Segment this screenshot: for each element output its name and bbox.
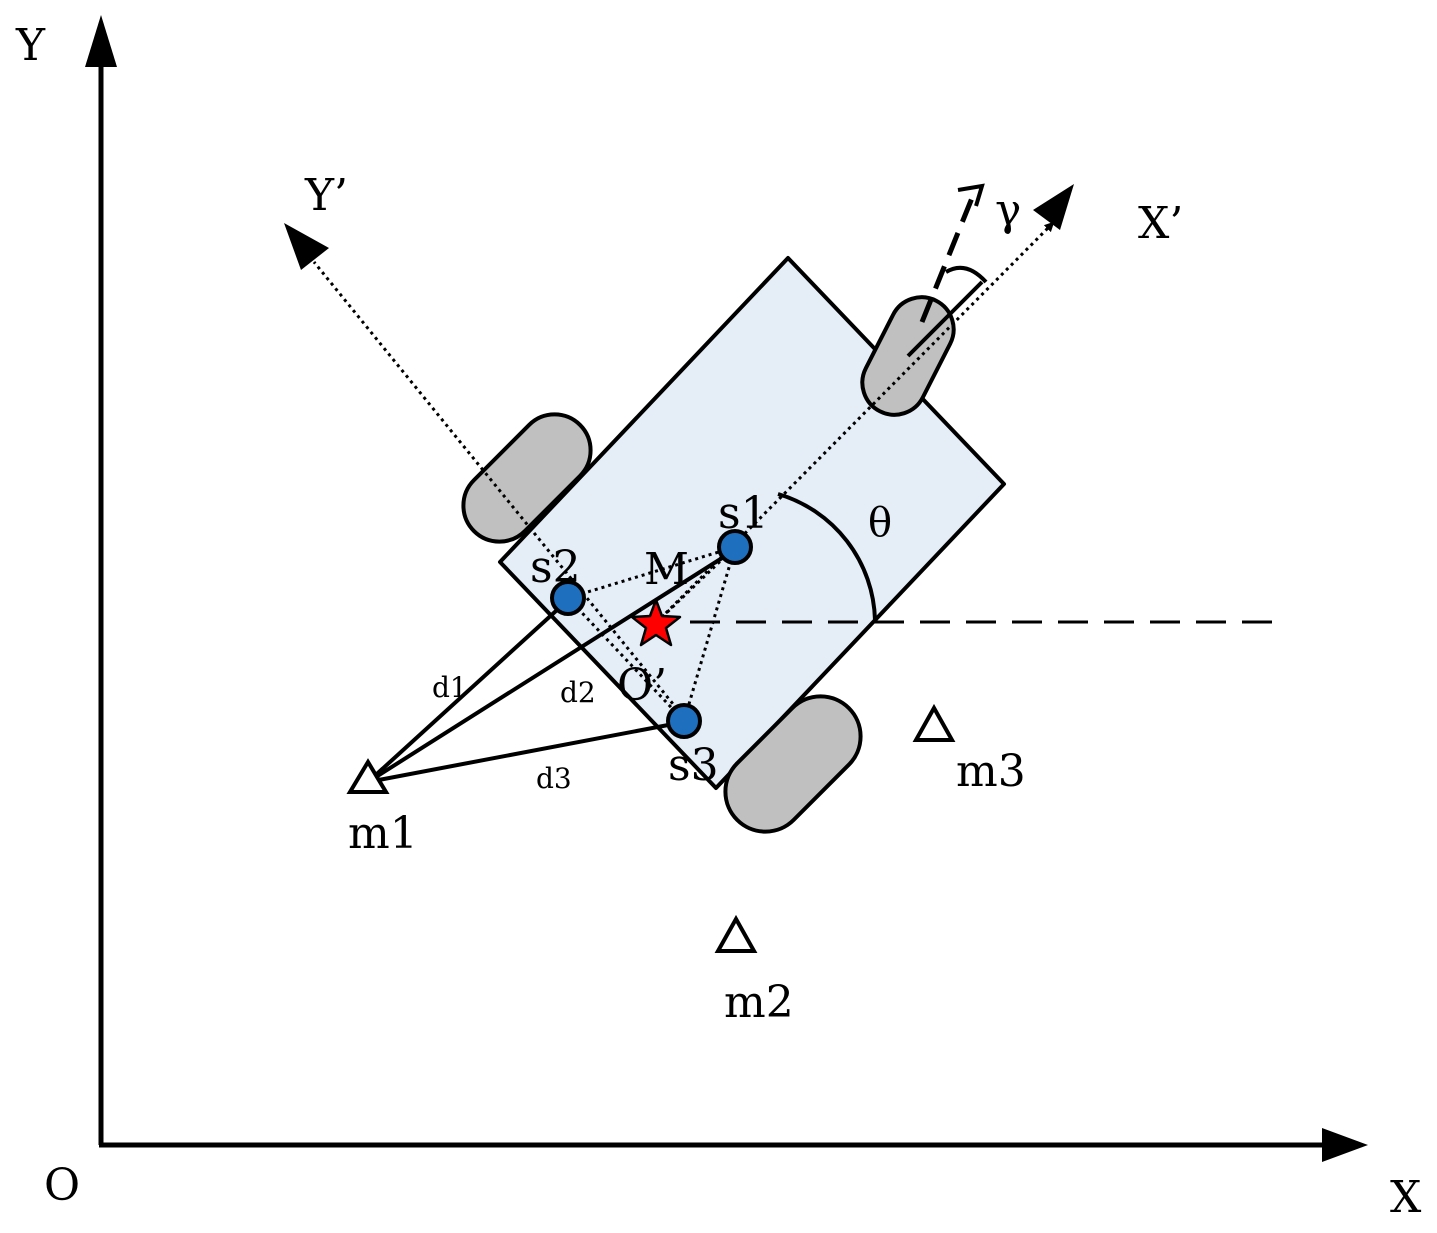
sensors: [550, 529, 753, 739]
steering-line: [906, 280, 984, 358]
theta-arc: [777, 492, 877, 621]
label-gamma: γ: [995, 185, 1021, 236]
label-m1: m1: [348, 808, 418, 859]
wheel-rear-left: [461, 412, 593, 544]
label-x-prime: X’: [1138, 198, 1183, 249]
y-axis-arrow: [85, 15, 117, 67]
wheels: [461, 295, 956, 834]
label-d3: d3: [536, 762, 572, 795]
label-center-m: M: [644, 544, 689, 595]
distance-lines: [366, 551, 732, 784]
marker-m1: [346, 758, 390, 794]
label-d1: d1: [432, 671, 468, 704]
distance-line-d2: [366, 551, 732, 784]
y-prime-axis: [312, 261, 688, 721]
s1-s3-link: [682, 546, 737, 722]
y-prime-arrow: [284, 223, 329, 270]
s1-center-link: [654, 545, 737, 625]
gamma-arc: [944, 265, 988, 284]
label-theta: θ: [868, 500, 892, 546]
label-o-prime: O’: [617, 660, 667, 711]
wheel-rear-right: [723, 694, 863, 834]
gamma-dashed-line: [919, 197, 975, 323]
gamma-dashed-arrowhead: [957, 183, 985, 207]
s2-s3-link: [566, 596, 686, 723]
sensor-s1: [717, 529, 753, 565]
steering-angle: [906, 183, 988, 358]
markers: [346, 703, 956, 953]
label-origin: O: [44, 1160, 80, 1211]
label-d2: d2: [560, 676, 596, 709]
distance-line-d1: [366, 598, 570, 784]
x-prime-arrow: [1033, 184, 1074, 230]
center-star: [630, 598, 682, 647]
label-s2: s2: [530, 542, 581, 593]
label-x-axis: X: [1390, 1172, 1422, 1223]
label-m3: m3: [956, 746, 1026, 797]
sensor-s3: [666, 703, 702, 739]
labels: Y X O Y’ X’ O’ θ γ s1 s2 s3 M m1 m2 m3 d…: [15, 20, 1422, 1223]
label-m2: m2: [724, 977, 794, 1028]
label-y-axis: Y: [15, 20, 46, 71]
world-axes: [85, 15, 1368, 1162]
distance-line-d3: [367, 720, 685, 784]
label-y-prime: Y’: [304, 170, 348, 221]
sensor-triangle: [566, 545, 737, 723]
label-s1: s1: [718, 488, 769, 539]
x-axis-arrow: [1322, 1128, 1368, 1162]
label-s3: s3: [668, 740, 719, 791]
s2-s1-link: [567, 545, 736, 600]
sensor-s2: [550, 580, 586, 616]
marker-m2: [714, 914, 758, 953]
marker-m3: [912, 703, 956, 742]
